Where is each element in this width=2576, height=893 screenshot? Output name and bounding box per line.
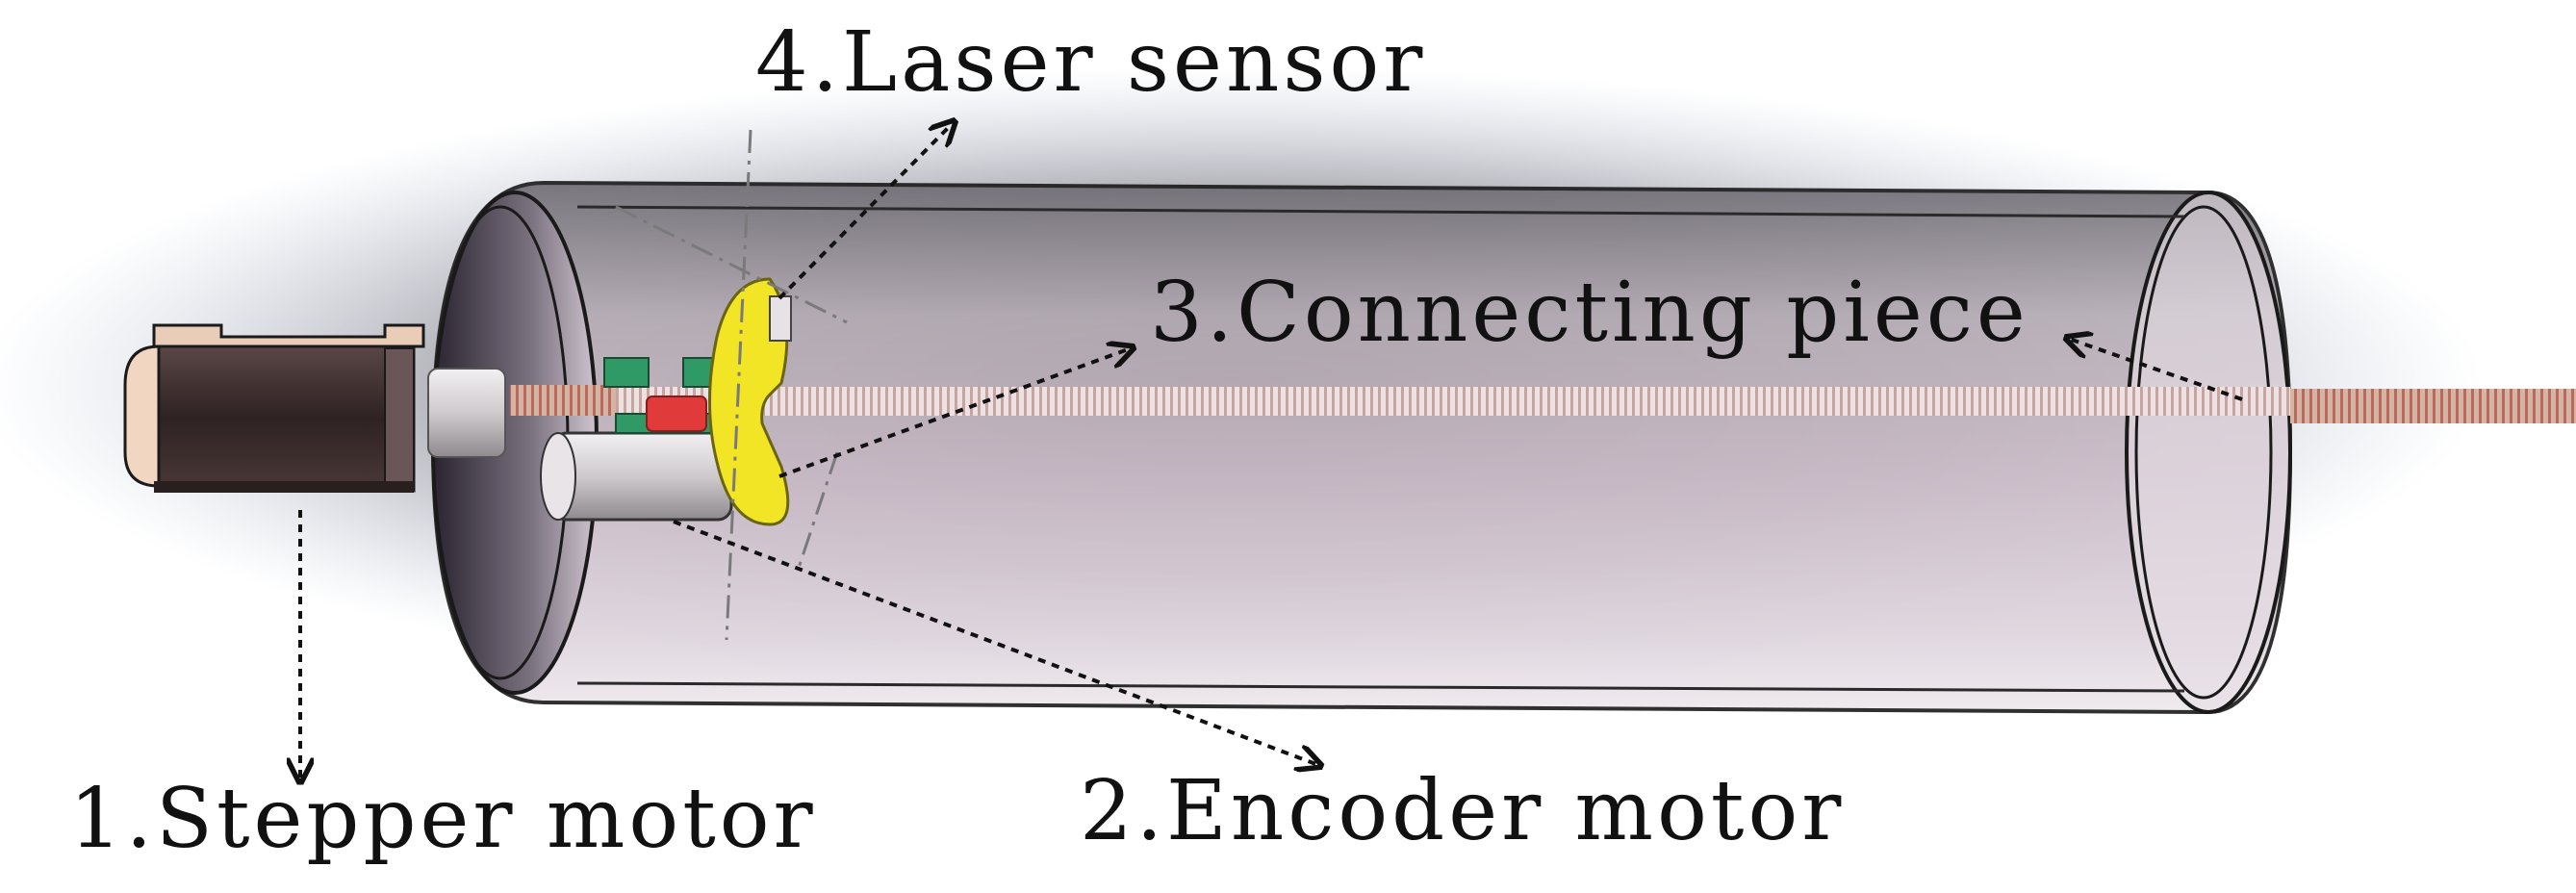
tube-bottom-inner-edge bbox=[576, 681, 2185, 693]
lead-screw-inner bbox=[616, 387, 2290, 416]
tube-right-rim bbox=[2134, 205, 2273, 700]
label-stepper-motor: 1.Stepper motor bbox=[69, 771, 817, 867]
laser-sensor bbox=[769, 295, 792, 342]
sensor-disc bbox=[708, 277, 790, 526]
label-laser-sensor: 4.Laser sensor bbox=[755, 14, 1427, 111]
coupling bbox=[427, 368, 506, 458]
axis-line-diagonal bbox=[615, 205, 848, 324]
arrow-laser-sensor bbox=[778, 123, 953, 300]
arrow-connecting-piece-left bbox=[778, 348, 1131, 478]
tube-top-inner-edge bbox=[576, 205, 2185, 218]
lead-screw-outer-left bbox=[510, 385, 616, 416]
tube-right-opening bbox=[2125, 191, 2292, 714]
stepper-motor bbox=[123, 323, 425, 493]
encoder-motor bbox=[540, 431, 733, 522]
circuit-board-left bbox=[603, 357, 650, 388]
label-encoder-motor: 2.Encoder motor bbox=[1080, 763, 1846, 859]
lead-screw-outer-right bbox=[2290, 389, 2576, 423]
axis-line-vertical bbox=[725, 129, 752, 641]
axis-line-diagonal-lower bbox=[797, 451, 839, 569]
gear bbox=[646, 395, 707, 432]
label-connecting-piece: 3.Connecting piece bbox=[1150, 265, 2029, 361]
arrow-connecting-piece-right bbox=[2069, 339, 2243, 401]
